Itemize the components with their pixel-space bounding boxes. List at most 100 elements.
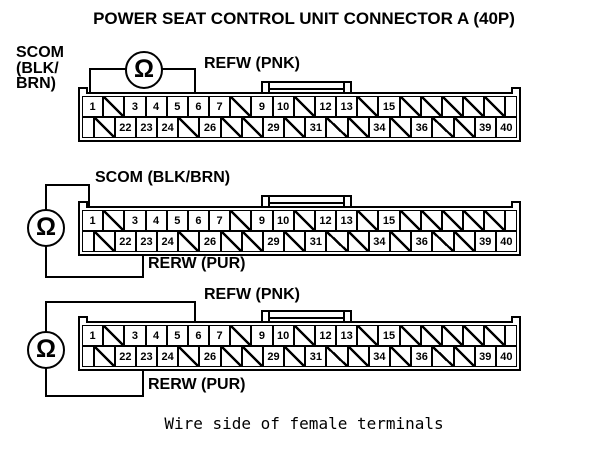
empty-cavity: [220, 117, 242, 138]
pin-3: 3: [124, 210, 146, 231]
empty-cavity: [220, 346, 242, 367]
empty-cavity: [441, 325, 464, 346]
probe-wire: [45, 246, 47, 278]
empty-cavity: [484, 96, 506, 117]
pin-15: 15: [378, 325, 400, 346]
empty-cavity: [399, 96, 421, 117]
empty-cavity: [230, 210, 252, 231]
pin-26: 26: [199, 117, 221, 138]
latch-bar: [261, 81, 352, 90]
empty-cavity: [420, 325, 442, 346]
empty-cavity: [463, 210, 485, 231]
spacer-cell: [505, 210, 518, 231]
probe-wire: [45, 184, 90, 186]
pin-39: 39: [474, 117, 496, 138]
spacer-cell: [82, 346, 94, 367]
pin-4: 4: [145, 210, 167, 231]
probe-wire: [45, 184, 47, 211]
empty-cavity: [284, 117, 306, 138]
caption: Wire side of female terminals: [164, 414, 444, 433]
pin-5: 5: [166, 210, 188, 231]
pin-3: 3: [124, 325, 146, 346]
omega-symbol-icon: Ω: [133, 54, 155, 83]
probe-wire: [194, 301, 196, 323]
omega-symbol-icon: Ω: [35, 334, 57, 363]
latch-bar: [261, 310, 352, 319]
empty-cavity: [357, 325, 379, 346]
empty-cavity: [103, 210, 125, 231]
pin-9: 9: [251, 210, 273, 231]
probe-wire: [161, 68, 196, 70]
empty-cavity: [326, 117, 348, 138]
ohmmeter: Ω: [27, 331, 65, 369]
probe-wire: [142, 369, 144, 397]
empty-cavity: [389, 231, 412, 252]
empty-cavity: [389, 117, 412, 138]
probe-wire: [88, 184, 90, 208]
housing-step: [78, 316, 88, 323]
empty-cavity: [357, 210, 379, 231]
pin-13: 13: [336, 210, 358, 231]
empty-cavity: [284, 231, 306, 252]
empty-cavity: [241, 346, 263, 367]
probe-wire: [89, 68, 91, 94]
pin-6: 6: [187, 325, 210, 346]
pin-15: 15: [378, 96, 400, 117]
empty-cavity: [484, 210, 506, 231]
latch-bar: [261, 195, 352, 204]
pin-23: 23: [135, 117, 158, 138]
empty-cavity: [93, 346, 115, 367]
empty-cavity: [178, 231, 200, 252]
pin-23: 23: [135, 346, 158, 367]
spacer-cell: [82, 231, 94, 252]
empty-cavity: [420, 210, 442, 231]
pin-13: 13: [336, 325, 358, 346]
wire-label-refw-pnk: REFW (PNK): [204, 286, 300, 303]
probe-wire: [194, 68, 196, 94]
empty-cavity: [389, 346, 412, 367]
pin-10: 10: [272, 96, 294, 117]
empty-cavity: [93, 231, 115, 252]
spacer-cell: [505, 96, 518, 117]
pin-12: 12: [314, 325, 337, 346]
probe-wire: [45, 276, 144, 278]
empty-cavity: [284, 346, 306, 367]
pin-34: 34: [368, 346, 390, 367]
empty-cavity: [453, 231, 475, 252]
empty-cavity: [326, 231, 348, 252]
empty-cavity: [432, 346, 454, 367]
pin-22: 22: [114, 231, 136, 252]
empty-cavity: [399, 325, 421, 346]
empty-cavity: [399, 210, 421, 231]
empty-cavity: [241, 117, 263, 138]
pin-7: 7: [209, 325, 231, 346]
ohmmeter: Ω: [125, 51, 163, 89]
pin-10: 10: [272, 210, 294, 231]
pin-39: 39: [474, 346, 496, 367]
empty-cavity: [347, 231, 369, 252]
wire-label-refw-pnk: REFW (PNK): [204, 55, 300, 72]
pin-22: 22: [114, 117, 136, 138]
empty-cavity: [357, 96, 379, 117]
latch-tab: [261, 81, 270, 92]
pin-6: 6: [187, 210, 210, 231]
empty-cavity: [178, 346, 200, 367]
empty-cavity: [293, 325, 315, 346]
pin-29: 29: [262, 117, 285, 138]
pin-34: 34: [368, 231, 390, 252]
probe-wire: [45, 301, 196, 303]
pin-5: 5: [166, 325, 188, 346]
pin-24: 24: [157, 346, 179, 367]
pin-39: 39: [474, 231, 496, 252]
pin-31: 31: [305, 346, 327, 367]
empty-cavity: [293, 210, 315, 231]
